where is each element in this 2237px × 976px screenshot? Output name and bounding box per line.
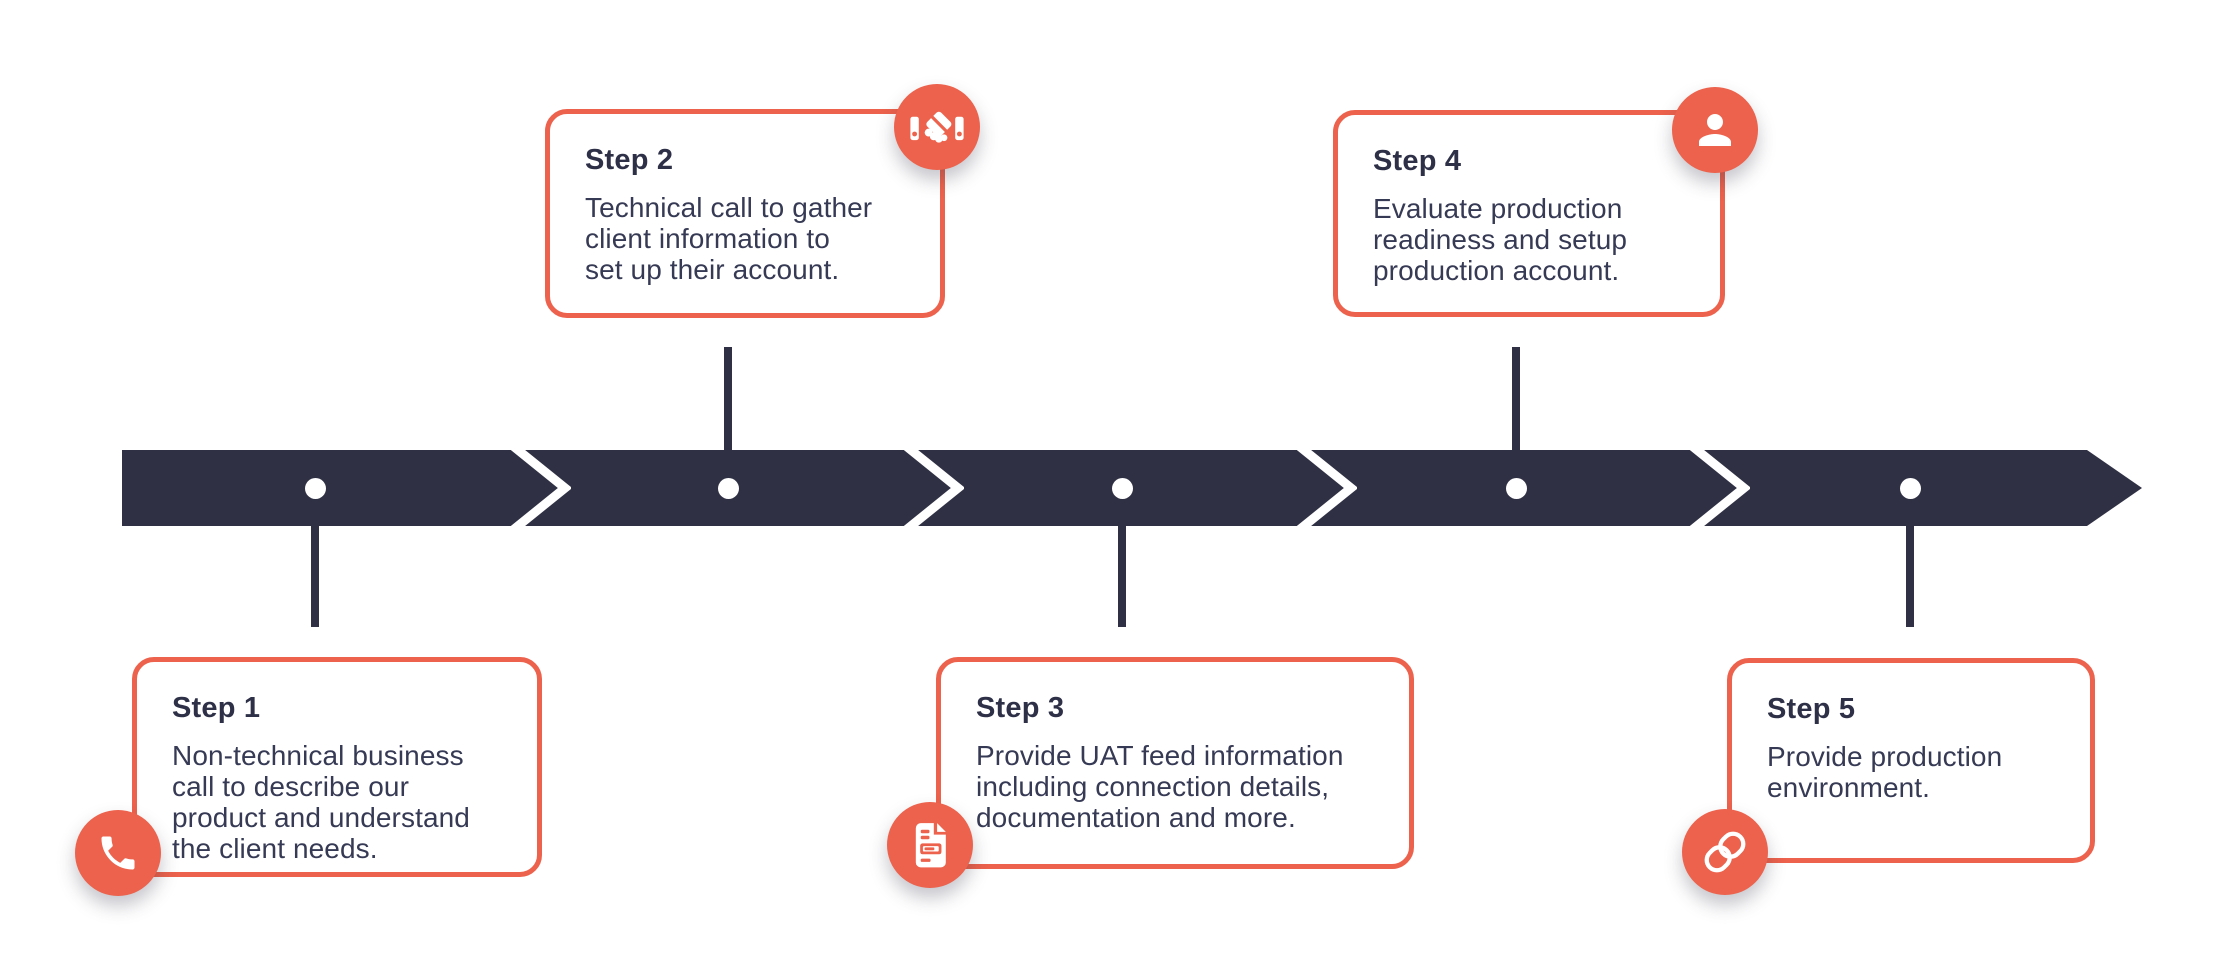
timeline-dot-5 bbox=[1900, 478, 1921, 499]
timeline-arrowhead-icon bbox=[2087, 450, 2142, 526]
step4-description: Evaluate production readiness and setup … bbox=[1373, 193, 1628, 286]
phone-icon bbox=[101, 836, 135, 870]
step3-title: Step 3 bbox=[976, 692, 1065, 724]
step3-description: Provide UAT feed information including c… bbox=[976, 740, 1344, 833]
timeline-dot-4 bbox=[1506, 478, 1527, 499]
step5-description: Provide production environment. bbox=[1767, 741, 2003, 803]
timeline-dot-1 bbox=[305, 478, 326, 499]
step2-title: Step 2 bbox=[585, 144, 674, 176]
connector-step3 bbox=[1118, 526, 1126, 627]
step4-card: Step 4 Evaluate production readiness and… bbox=[1333, 110, 1725, 317]
step1-icon-badge bbox=[75, 810, 161, 896]
chevron-right-icon bbox=[1296, 450, 1357, 526]
connector-step4 bbox=[1512, 347, 1520, 451]
step4-icon-badge bbox=[1672, 87, 1758, 173]
step4-title: Step 4 bbox=[1373, 145, 1462, 177]
step5-icon-badge bbox=[1682, 809, 1768, 895]
chevron-right-icon bbox=[903, 450, 964, 526]
step5-card: Step 5 Provide production environment. bbox=[1727, 658, 2095, 863]
connector-step5 bbox=[1906, 526, 1914, 627]
chevron-right-icon bbox=[1689, 450, 1750, 526]
step3-icon-badge bbox=[887, 802, 973, 888]
handshake-icon bbox=[910, 111, 964, 143]
step2-description: Technical call to gather client informat… bbox=[585, 192, 873, 285]
step3-card: Step 3 Provide UAT feed information incl… bbox=[936, 657, 1414, 869]
timeline-dot-3 bbox=[1112, 478, 1133, 499]
connector-step1 bbox=[311, 526, 319, 627]
step2-card: Step 2 Technical call to gather client i… bbox=[545, 109, 945, 318]
timeline-dot-2 bbox=[718, 478, 739, 499]
step2-icon-badge bbox=[894, 84, 980, 170]
document-icon bbox=[915, 823, 946, 868]
step1-description: Non-technical business call to describe … bbox=[172, 740, 470, 864]
step5-title: Step 5 bbox=[1767, 693, 1856, 725]
link-icon bbox=[1704, 831, 1746, 873]
connector-step2 bbox=[724, 347, 732, 451]
step1-title: Step 1 bbox=[172, 692, 261, 724]
chevron-right-icon bbox=[510, 450, 571, 526]
timeline-band bbox=[122, 450, 2087, 526]
step1-card: Step 1 Non-technical business call to de… bbox=[132, 657, 542, 877]
user-icon bbox=[1699, 114, 1731, 146]
